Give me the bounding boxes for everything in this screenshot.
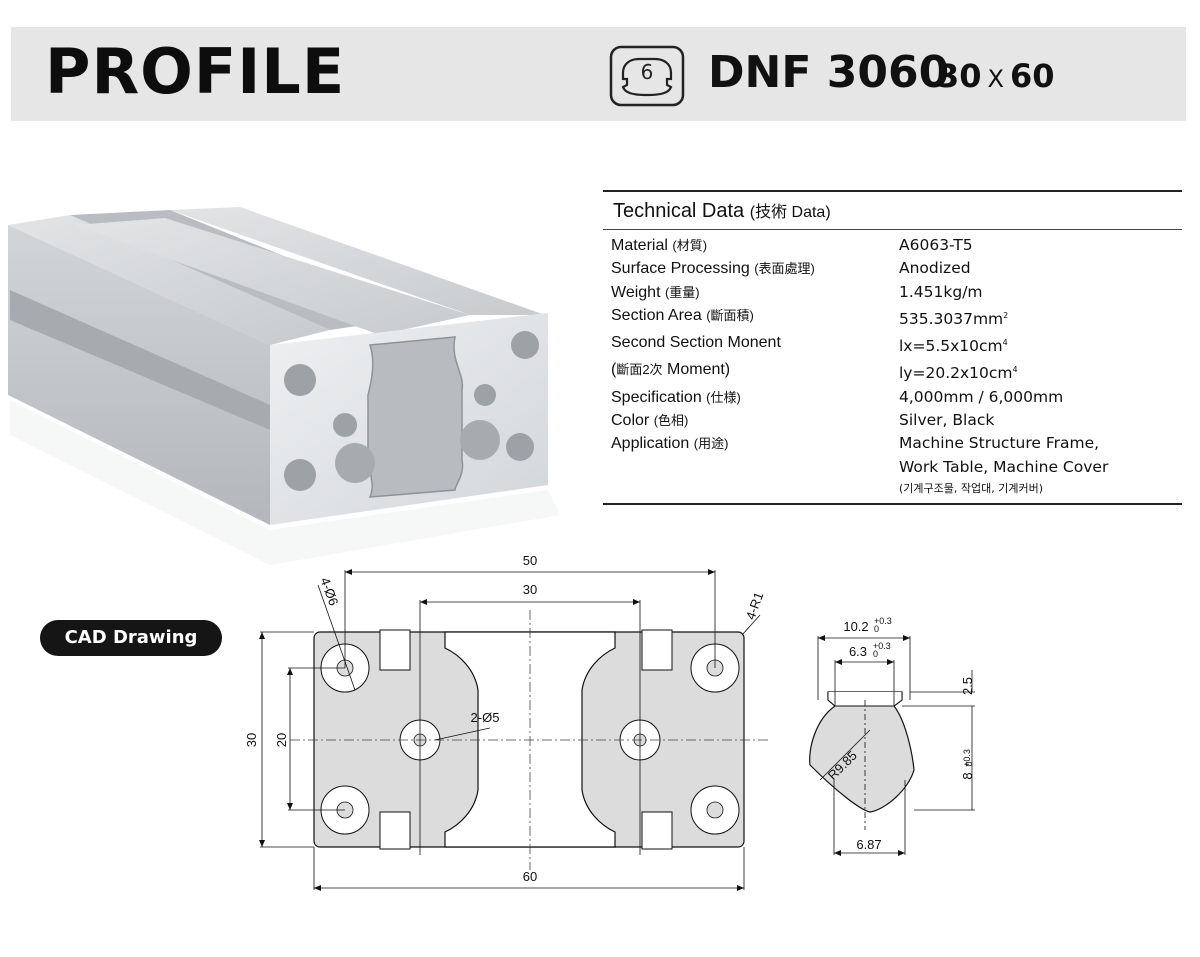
row-value: 4,000mm / 6,000mm — [899, 387, 1064, 406]
row-key-sub: (用途) — [693, 436, 729, 452]
row-material: Material (材質) A6063-T5 — [611, 234, 1182, 257]
row-section-area: Section Area (斷面積) 535.3037mm2 — [611, 304, 1182, 331]
technical-data-rows: Material (材質) A6063-T5 Surface Processin… — [603, 230, 1182, 499]
row-value: Machine Structure Frame, Work Table, Mac… — [899, 432, 1182, 499]
value-text: 535.3037mm — [899, 309, 1004, 328]
row-key-sub: (材質) — [672, 238, 708, 253]
row-application: Application (用途) Machine Structure Frame… — [611, 432, 1182, 499]
row-value: A6063-T5 — [899, 236, 973, 254]
slot-width-inner: 6.3 — [849, 644, 867, 659]
slot-width-inner-tol-up: +0.3 — [873, 641, 891, 651]
dim-30-top: 30 — [523, 582, 537, 597]
size-width: 30 — [937, 57, 982, 95]
row-value: 1.451kg/m — [899, 282, 983, 301]
cad-cross-section-drawing: 50 30 60 30 20 4-Ø6 4-R1 2-Ø5 — [244, 553, 770, 891]
row-color: Color (色相) Silver, Black — [611, 409, 1182, 432]
row-specification: Specification (仕様) 4,000mm / 6,000mm — [611, 386, 1182, 409]
technical-data-table: Technical Data (技術 Data) Material (材質) A… — [603, 190, 1182, 505]
size-times: X — [987, 65, 1004, 93]
value-superscript: 4 — [1002, 338, 1008, 348]
series-number: 6 — [641, 60, 654, 84]
row-key: Weight — [611, 283, 661, 301]
value-line-1: Machine Structure Frame, — [899, 434, 1100, 453]
technical-data-heading: Technical Data (技術 Data) — [603, 192, 1182, 230]
value-note: (기계구조물, 작업대, 기계커버) — [899, 481, 1044, 495]
row-second-section-moment: Second Section Monent lx=5.5x10cm4 — [611, 331, 1182, 358]
dim-radius: 4-R1 — [743, 590, 767, 622]
row-key-sub: (色相) — [653, 413, 689, 429]
value-superscript: 2 — [1003, 310, 1009, 320]
row-key: ( — [611, 361, 617, 379]
row-key: Material — [611, 237, 668, 254]
slot-width-outer-tol-up: +0.3 — [874, 616, 892, 626]
dim-hole-4: 4-Ø6 — [317, 575, 341, 607]
page-title: PROFILE — [45, 35, 346, 108]
dim-hole-2: 2-Ø5 — [471, 710, 500, 725]
row-key-sub: (斷面積) — [706, 307, 754, 323]
row-value: 535.3037mm2 — [899, 304, 1182, 331]
row-surface-processing: Surface Processing (表面處理) Anodized — [611, 257, 1182, 280]
t-slot-detail-drawing: 10.2 +0.3 0 6.3 +0.3 0 2.5 8 +0.3 0 R9.8… — [809, 616, 975, 856]
row-key-sub: 斷面2次 — [616, 362, 663, 378]
row-key: Section Area — [611, 306, 702, 324]
slot-width-outer: 10.2 — [843, 619, 868, 634]
profile-render-image — [8, 207, 560, 565]
slot-depth-tol-up: +0.3 — [962, 749, 972, 767]
row-value: Anodized — [899, 259, 971, 278]
row-key-sub: (重量) — [664, 284, 700, 300]
slot-depth: 8 — [960, 772, 975, 779]
value-superscript: 4 — [1012, 365, 1018, 375]
size-height: 60 — [1009, 57, 1055, 95]
dim-50: 50 — [523, 553, 537, 568]
heading-text: Technical Data — [613, 200, 745, 222]
row-value: Silver, Black — [899, 411, 995, 430]
slot-width-inner-tol-dn: 0 — [873, 649, 878, 659]
slot-depth-tol-dn: 0 — [964, 761, 974, 766]
row-value: ly=20.2x10cm4 — [899, 358, 1182, 385]
row-weight: Weight (重量) 1.451kg/m — [611, 281, 1182, 304]
row-key: Second Section Monent — [611, 334, 781, 352]
row-key-tail: Moment) — [662, 361, 731, 379]
value-line-2: Work Table, Machine Cover — [899, 457, 1109, 476]
row-key: Application — [611, 435, 690, 453]
row-key: Color — [611, 412, 650, 430]
row-value: lx=5.5x10cm4 — [899, 331, 1182, 358]
row-section-moment-y: (斷面2次 Moment) ly=20.2x10cm4 — [611, 358, 1182, 385]
profile-series-icon: 6 — [609, 45, 685, 107]
heading-subtext: (技術 Data) — [749, 204, 831, 221]
value-text: lx=5.5x10cm — [899, 337, 1003, 356]
dim-30-side: 30 — [244, 733, 259, 747]
model-number: DNF 3060 — [708, 47, 950, 98]
dim-20-side: 20 — [274, 733, 289, 747]
dim-60: 60 — [523, 869, 537, 884]
row-key: Specification — [611, 388, 702, 406]
slot-bottom-width: 6.87 — [856, 837, 881, 852]
row-key: Surface Processing — [611, 260, 750, 278]
row-key-sub: (仕様) — [706, 389, 741, 405]
row-key-sub: (表面處理) — [754, 261, 815, 277]
slot-width-outer-tol-dn: 0 — [874, 624, 879, 634]
slot-lip-height: 2.5 — [960, 677, 975, 695]
cad-drawing-label: CAD Drawing — [40, 620, 222, 656]
value-text: ly=20.2x10cm — [899, 364, 1013, 383]
